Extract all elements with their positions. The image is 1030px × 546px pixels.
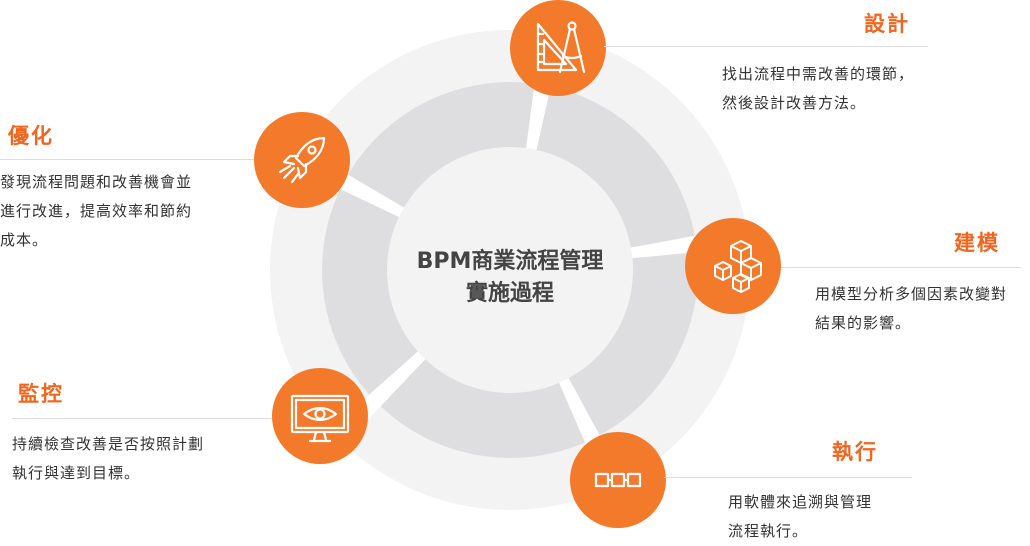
optimization-node[interactable] [254,112,350,208]
stage-desc-line: 結果的影響。 [815,314,912,332]
rocket-icon [278,136,326,184]
ring-sector-inner [380,354,585,458]
divider-monitoring [12,418,272,419]
stage-desc-line: 持續檢查改善是否按照計劃 [12,435,205,453]
stage-desc-execution: 用軟體來追溯與管理 流程執行。 [728,488,872,546]
divider-design [604,46,928,47]
stage-desc-line: 流程執行。 [728,522,809,540]
stage-desc-line: 進行改進，提高效率和節約 [0,202,193,220]
design-node[interactable] [510,0,606,96]
stage-desc-line: 用軟體來追溯與管理 [728,493,873,511]
ring-sector-inner [322,189,424,395]
cubes-icon [714,240,762,293]
execution-node[interactable] [570,432,666,528]
ring-sector-inner [535,86,695,249]
modeling-node[interactable] [685,218,781,314]
stage-desc-line: 發現流程問題和改善機會並 [0,173,193,191]
stage-desc-monitoring: 持續檢查改善是否按照計劃 執行與達到目標。 [12,430,204,488]
stage-desc-optimization: 發現流程問題和改善機會並 進行改進，提高效率和節約 成本。 [0,168,192,255]
stage-title-design: 設計 [864,12,910,36]
stage-desc-line: 執行與達到目標。 [12,464,141,482]
ring-sector-outer [344,406,606,510]
drafting-tools-icon [536,21,586,74]
ring-sector-inner [565,251,698,436]
stage-title-optimization: 優化 [8,124,54,148]
divider-execution [664,477,912,478]
divider-modeling [781,267,1021,268]
stage-title-monitoring: 監控 [18,382,64,406]
ring-sector-outer [550,35,746,236]
monitoring-node[interactable] [272,368,368,464]
stage-desc-line: 找出流程中需改善的環節， [722,65,915,83]
center-title-line-2: 實施過程 [465,281,554,306]
stage-desc-line: 用模型分析多個因素改變對 [815,285,1008,303]
stage-desc-line: 然後設計改善方法。 [722,94,867,112]
monitor-eye-icon [290,394,350,443]
center-title: BPM商業流程管理 實施過程 [395,246,625,310]
stage-desc-design: 找出流程中需改善的環節， 然後設計改善方法。 [722,60,914,118]
divider-optimization [0,159,254,160]
stage-title-modeling: 建模 [954,231,1000,255]
stage-desc-line: 成本。 [0,231,49,249]
ring-sector-inner [348,82,535,212]
ring-sector-outer [303,30,542,175]
stage-title-execution: 執行 [832,440,878,464]
stage-desc-modeling: 用模型分析多個因素改變對 結果的影響。 [815,280,1007,338]
center-title-line-1: BPM商業流程管理 [416,249,604,274]
center-hub [387,147,633,393]
ring-sector-outer [270,166,370,430]
chain-link-icon [594,472,642,488]
